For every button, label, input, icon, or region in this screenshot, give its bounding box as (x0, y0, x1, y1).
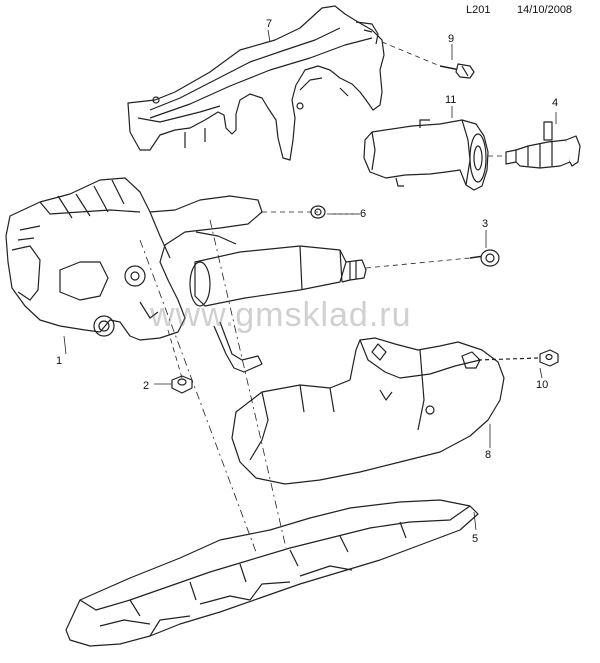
callout-1: 1 (56, 355, 63, 367)
upper-shroud (127, 5, 385, 161)
steering-column (5, 177, 367, 373)
lock-cylinder (505, 121, 581, 169)
callout-9: 9 (448, 33, 455, 45)
bolt-3 (469, 249, 500, 267)
callout-6: 6 (360, 208, 367, 220)
diagram-date: 14/10/2008 (517, 4, 573, 16)
lower-shroud (231, 337, 505, 485)
lower-trim-panel (65, 499, 479, 647)
callout-11: 11 (445, 94, 457, 106)
callout-3: 3 (482, 218, 489, 230)
callout-7: 7 (266, 18, 273, 30)
nut-2 (171, 375, 193, 394)
screw-10 (477, 349, 559, 367)
ignition-housing (363, 119, 489, 191)
callout-8: 8 (485, 449, 492, 461)
screw-9 (439, 63, 475, 79)
watermark: www.gmsklad.ru (150, 296, 412, 334)
callout-5: 5 (472, 533, 479, 545)
leader-lines (63, 29, 557, 553)
callout-10: 10 (536, 379, 549, 391)
callout-4: 4 (552, 97, 559, 109)
diagram-code: L201 (466, 4, 491, 16)
callout-2: 2 (143, 380, 150, 392)
